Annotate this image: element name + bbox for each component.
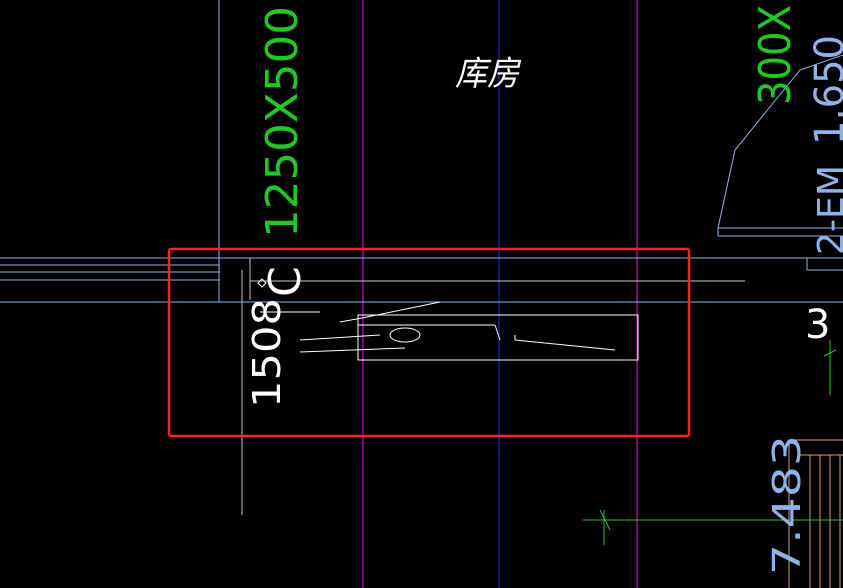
dimension-lines [583, 340, 843, 545]
right-small-number: 3 [805, 302, 830, 348]
right-structure [717, 54, 843, 271]
wall-lines [0, 257, 843, 303]
beam-note-label-right-2: 2-EM [811, 165, 843, 255]
beam-code-label-left: 1508 [245, 298, 289, 408]
beam-symbol [257, 278, 639, 361]
beam-size-label-left: 1250X500 [257, 6, 308, 238]
beam-id-label-left: C [260, 266, 311, 297]
elevation-label: 7.483 [765, 435, 809, 575]
room-name-label: 库房 [455, 54, 522, 94]
hatch-block [788, 439, 843, 588]
beam-size-label-right: 300X [750, 5, 801, 105]
selection-highlight-box[interactable] [167, 247, 691, 438]
beam-note-label-right: 1.650 [807, 35, 843, 145]
